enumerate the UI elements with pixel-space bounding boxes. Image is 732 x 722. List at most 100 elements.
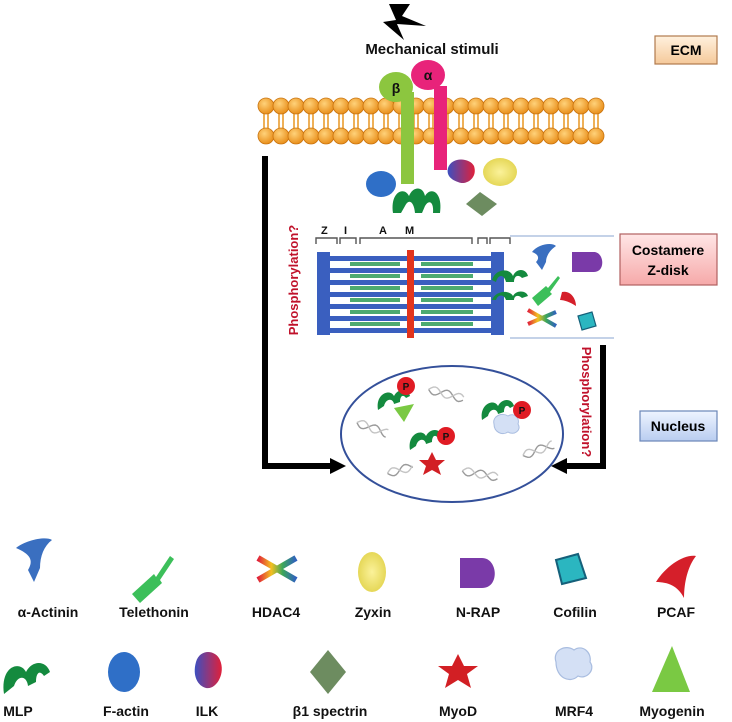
cofilin-icon — [554, 552, 588, 586]
phospho-badge — [513, 401, 531, 419]
hdac4-icon — [527, 308, 557, 328]
dna-helix — [428, 386, 465, 403]
lipid-head — [512, 127, 530, 145]
arrow-left — [262, 156, 346, 474]
mlp-icon — [492, 270, 528, 282]
legend-label-zyxin: Zyxin — [355, 604, 392, 620]
legend-label-ilk: ILK — [196, 703, 219, 719]
phospho-badge-label: P — [443, 432, 450, 443]
lipid-head — [317, 127, 335, 145]
zyxin-icon — [483, 158, 517, 186]
sarcomere: Z I A M — [315, 225, 528, 338]
dna-helix — [386, 463, 414, 477]
mlp-icon — [409, 430, 442, 450]
dna-strands — [356, 386, 555, 482]
legend-label-telethonin: Telethonin — [119, 604, 189, 620]
nucleus: P P P — [340, 365, 564, 503]
legend-label-hdac4: HDAC4 — [252, 604, 300, 620]
nucleus-box: Nucleus — [639, 410, 718, 442]
lipid-head — [272, 127, 290, 145]
lipid-head — [467, 97, 485, 115]
lipid-head — [497, 127, 515, 145]
nuclear-complex-1: P — [377, 377, 415, 422]
thick-filament — [421, 262, 473, 266]
costamere-label: Costamere — [632, 242, 705, 258]
a-band-label: A — [379, 225, 387, 237]
phospho-badge — [437, 427, 455, 445]
lipid-head — [347, 97, 365, 115]
pcaf-icon — [560, 291, 576, 306]
thick-filament — [421, 286, 473, 290]
thick-filament — [350, 298, 400, 302]
legend-label-mlp: MLP — [3, 703, 33, 719]
mlp-icon — [377, 390, 410, 410]
phosphorylation-left-label: Phosphorylation? — [286, 225, 301, 336]
cell-membrane — [257, 97, 605, 145]
ilk-icon — [194, 652, 222, 689]
legend: α-Actinin Telethonin HDAC4 Zyxin N-RAP C… — [3, 538, 705, 719]
lipid-head — [587, 127, 605, 145]
lipid-head — [302, 127, 320, 145]
thick-filament — [421, 310, 473, 314]
legend-label-myod: MyoD — [439, 703, 477, 719]
lipid-head — [362, 127, 380, 145]
lipid-head — [302, 97, 320, 115]
mlp-icon — [392, 188, 441, 213]
lipid-head — [332, 97, 350, 115]
phospho-badge-label: P — [519, 406, 526, 417]
mrf4-icon — [493, 413, 520, 435]
mrf4-icon — [554, 647, 593, 681]
costamere-box: Costamere Z-disk — [619, 233, 718, 286]
lipid-head — [482, 97, 500, 115]
zyxin-icon — [358, 552, 386, 592]
integrin-beta: β — [379, 72, 414, 184]
i-band-label: I — [344, 225, 347, 237]
thick-filament — [350, 286, 400, 290]
legend-label-alpha-actinin: α-Actinin — [18, 604, 79, 620]
beta1-spectrin-icon — [310, 650, 346, 694]
lipid-head — [362, 97, 380, 115]
lipid-head — [452, 97, 470, 115]
lipid-head — [557, 127, 575, 145]
lipid-head — [572, 127, 590, 145]
lipid-head — [482, 127, 500, 145]
mechanical-stimuli-label: Mechanical stimuli — [365, 41, 498, 58]
legend-label-myogenin: Myogenin — [639, 703, 704, 719]
mlp-icon — [481, 400, 514, 420]
lipid-head — [497, 97, 515, 115]
nuclear-complex-3: P — [409, 427, 455, 475]
dna-helix — [356, 419, 389, 438]
alpha-actinin-icon — [16, 538, 52, 582]
myod-icon — [438, 654, 478, 688]
cofilin-icon — [577, 311, 597, 331]
thick-filament — [421, 322, 473, 326]
lipid-head — [452, 127, 470, 145]
lipid-head — [317, 97, 335, 115]
legend-label-beta1-spectrin: β1 spectrin — [293, 703, 368, 719]
telethonin-icon — [132, 556, 174, 603]
lipid-head — [512, 97, 530, 115]
lipid-head — [287, 97, 305, 115]
alpha-actinin-icon — [532, 244, 556, 270]
mlp-icon — [3, 663, 50, 694]
lipid-head — [572, 97, 590, 115]
legend-label-cofilin: Cofilin — [553, 604, 597, 620]
lipid-head — [527, 127, 545, 145]
thick-filament — [350, 274, 400, 278]
ecm-label: ECM — [670, 42, 701, 58]
alpha-label: α — [424, 67, 433, 83]
myogenin-icon — [394, 404, 414, 422]
nuclear-complex-2: P — [481, 400, 531, 435]
sarcomere-brackets — [315, 237, 511, 244]
myogenin-icon — [652, 646, 690, 692]
lipid-head — [257, 97, 275, 115]
sarcomere-band-labels: Z I A M — [321, 225, 414, 237]
pcaf-icon — [656, 555, 696, 598]
m-line-label: M — [405, 225, 414, 237]
hdac4-icon — [256, 555, 298, 583]
phospho-badge-label: P — [403, 382, 410, 393]
lipid-head — [272, 97, 290, 115]
f-actin-icon — [108, 652, 140, 692]
thick-filament — [421, 298, 473, 302]
telethonin-icon — [532, 276, 560, 306]
